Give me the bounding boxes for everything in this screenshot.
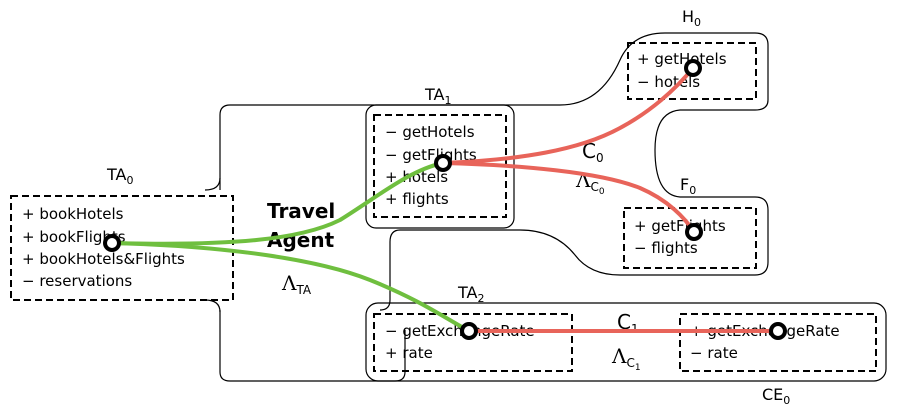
port-marker-ta0 (103, 234, 121, 252)
outline-notch-top (204, 177, 221, 191)
ta1-title: TA1 (424, 85, 451, 107)
port-marker-f0 (685, 223, 703, 241)
h0-port: + getHotels (637, 50, 727, 68)
f0-box (623, 207, 757, 269)
ta0-box (10, 195, 234, 301)
port-marker-ta2 (460, 322, 478, 340)
f0-port: + getFlights (634, 217, 726, 235)
ta2-port: − getExchangeRate (385, 322, 535, 340)
lambda-ta-label: ΛTA (281, 271, 312, 297)
link-ta1-f0 (442, 161, 696, 234)
outline-notch-bottom (204, 299, 221, 313)
ta1-port: + flights (385, 190, 449, 208)
connector-c0-label: C0 (582, 139, 604, 165)
ta1-port: − getFlights (385, 146, 477, 164)
ta0-port: + bookHotels (22, 205, 124, 223)
travel-agent-outline (219, 32, 769, 311)
link-ta0-ta2 (111, 241, 470, 333)
ce0-port: − rate (690, 344, 738, 362)
port-marker-h0 (684, 59, 702, 77)
f0-title: F0 (680, 175, 696, 197)
ta0-title: TA0 (106, 165, 133, 187)
ta2-box (373, 313, 573, 372)
port-marker-ta1 (434, 154, 452, 172)
ce0-box (679, 313, 877, 372)
h0-title: H0 (682, 7, 701, 29)
h0-box (627, 42, 757, 100)
port-marker-ce0 (769, 322, 787, 340)
ta0-port: + bookFlights (22, 228, 126, 246)
ta1-port: − getHotels (385, 123, 475, 141)
ta2-title: TA2 (457, 283, 484, 305)
f0-port: − flights (634, 239, 698, 257)
ta0-port: + bookHotels&Flights (22, 250, 185, 268)
link-ta1-h0 (442, 66, 695, 165)
connector-c1-lambda: ΛC1 (611, 344, 641, 373)
link-ta0-ta1 (111, 161, 444, 246)
ce0-solid-box (365, 302, 887, 382)
travel-agent-outline-lower (219, 310, 406, 382)
ta2-port: + rate (385, 344, 433, 362)
ta0-port: − reservations (22, 272, 132, 290)
ce0-title: CE0 (762, 385, 790, 407)
travel-agent-label-line1: Travel (267, 199, 335, 223)
